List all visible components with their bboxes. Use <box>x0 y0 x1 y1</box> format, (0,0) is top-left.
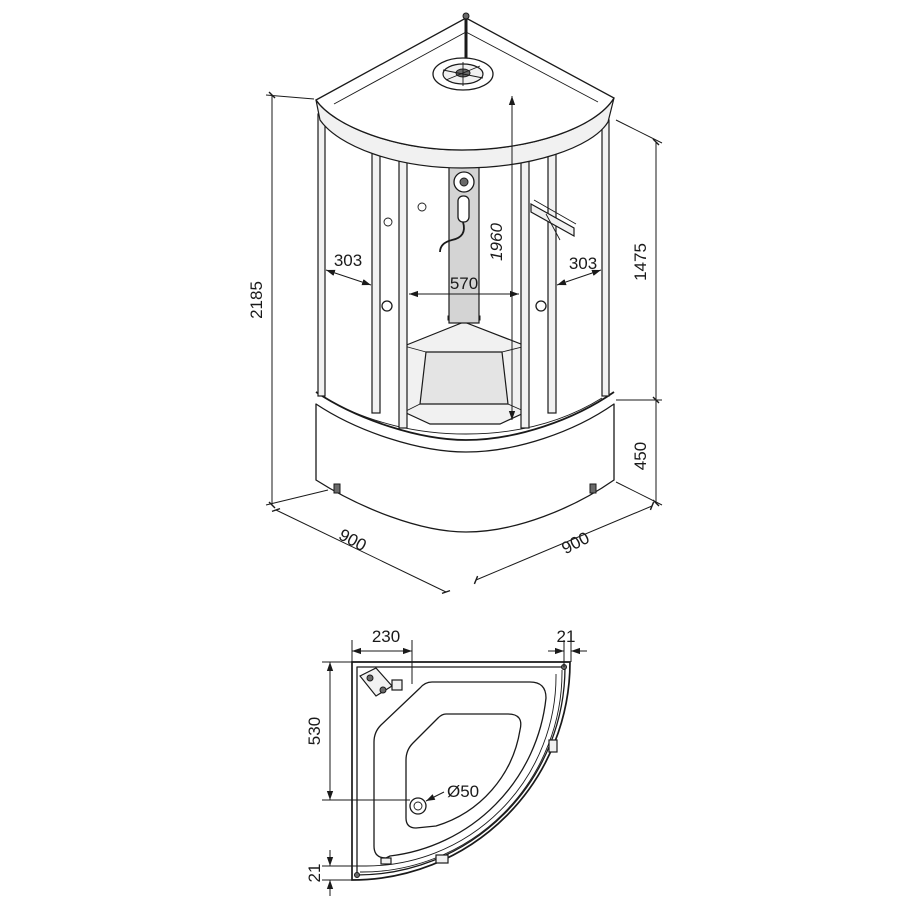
door-roller <box>380 857 392 865</box>
dim-900-left-label: 900 <box>336 525 370 555</box>
dim-2185-ext-top <box>265 94 315 100</box>
shelf-icon <box>530 199 577 241</box>
right-door-handle <box>535 300 547 312</box>
dim-303-left-line <box>325 269 372 286</box>
rain-shower-spokes <box>442 62 484 86</box>
right-door-post <box>547 144 557 414</box>
back-left-post <box>398 157 408 429</box>
inner-tray-floor <box>419 351 509 405</box>
door-roller <box>548 739 558 753</box>
dim-230-label: 230 <box>372 627 400 646</box>
plan-frame-outer <box>351 661 571 881</box>
dim-900-right-line <box>473 501 655 585</box>
hardware-screw <box>366 674 374 682</box>
dim-2185-label: 2185 <box>247 281 266 319</box>
dim-530-label: 530 <box>305 717 324 745</box>
dim-570-label: 570 <box>450 274 478 293</box>
hardware-block <box>391 679 403 691</box>
control-knob <box>417 202 427 212</box>
shelf-plate <box>530 202 575 238</box>
dim-21-top-label: 21 <box>557 627 576 646</box>
drain-center <box>413 801 423 811</box>
left-door-handle <box>381 300 393 312</box>
plan-basin-outer <box>373 681 547 859</box>
dim-1475-ext-top <box>615 119 663 144</box>
dim-1475-label: 1475 <box>631 243 650 281</box>
frame-corner-dot <box>354 872 360 878</box>
control-knob <box>383 217 393 227</box>
dim-450-ext-bottom <box>615 481 663 506</box>
plan-basin-floor <box>405 713 522 829</box>
dim-21-bottom-label: 21 <box>305 864 324 883</box>
dim-303-left-label: 303 <box>334 251 362 270</box>
left-door-post <box>371 144 381 414</box>
hand-shower-icon <box>457 195 470 223</box>
dim-2185-ext-bottom <box>265 489 329 506</box>
door-roller <box>435 854 449 864</box>
shower-hose <box>439 221 465 253</box>
tray-rim-lower <box>315 403 615 453</box>
tray-foot-right <box>589 483 597 494</box>
plan-frame-inner <box>356 666 566 876</box>
plan-view: Ø50 230 21 530 21 <box>305 627 587 896</box>
glass-bottom-frame <box>324 397 603 435</box>
right-outer-post <box>601 119 610 397</box>
tray-rim-top <box>315 391 615 441</box>
corner-hardware-icon <box>359 667 403 697</box>
hardware-screw <box>379 686 387 694</box>
drain-diameter-label: Ø50 <box>447 782 479 801</box>
dim-900-left-line <box>271 507 451 595</box>
dim-1960-label: 1960 <box>487 223 506 261</box>
shelf-rail <box>533 199 577 241</box>
mixer-knob <box>459 177 469 187</box>
tray-foot-left <box>333 483 341 494</box>
dim-450-label: 450 <box>631 442 650 470</box>
plan-glass-outer <box>359 669 563 873</box>
drain-leader <box>425 791 445 802</box>
back-right-post <box>520 157 530 429</box>
drain-icon <box>409 797 427 815</box>
dim-303-right-line <box>556 269 602 286</box>
perspective-view: 2185 1475 450 900 900 303 303 570 1960 <box>247 12 663 595</box>
pipe-cap <box>462 12 470 20</box>
plan-glass-inner <box>363 673 557 867</box>
left-outer-post <box>317 113 326 397</box>
tray-front <box>315 404 615 533</box>
dim-303-right-label: 303 <box>569 254 597 273</box>
